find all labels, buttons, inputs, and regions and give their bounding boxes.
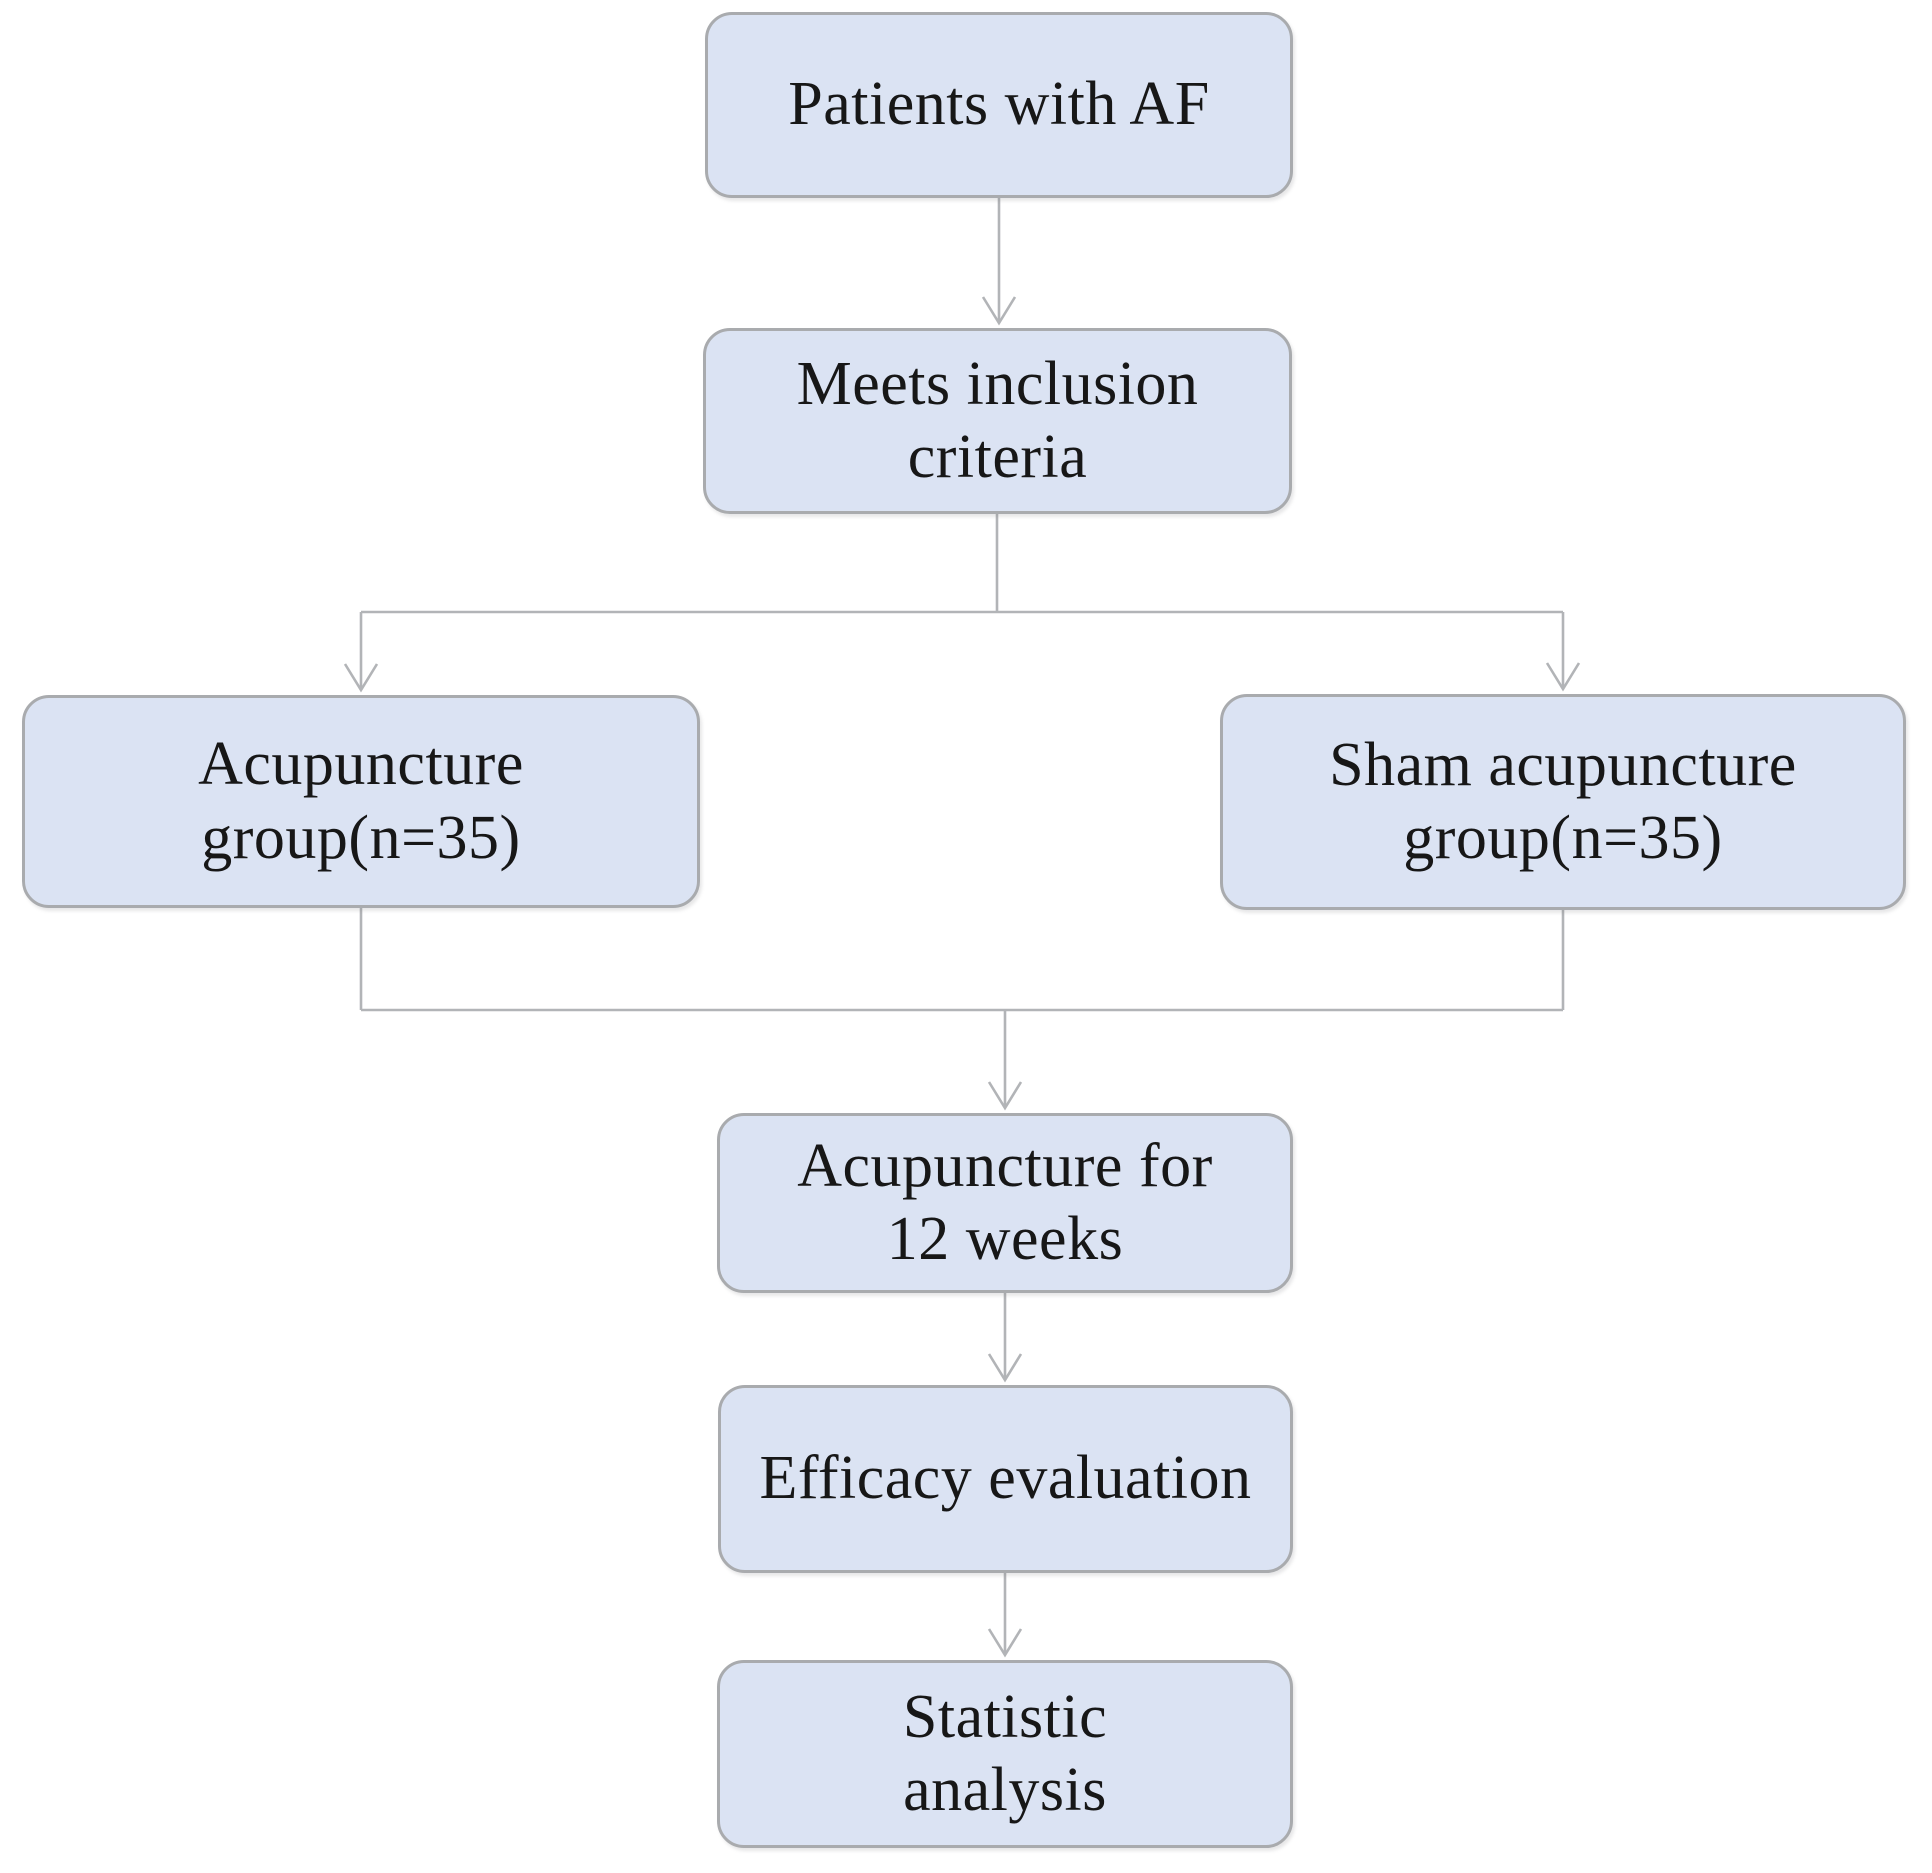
- arrowhead-to-acupuncture-group: [343, 663, 379, 693]
- node-statistic-analysis-label: Statistic analysis: [902, 1682, 1108, 1824]
- node-acupuncture-12-weeks: Acupuncture for 12 weeks: [717, 1113, 1293, 1293]
- arrowhead-to-statistics: [987, 1628, 1023, 1658]
- node-patients-with-af-label: Patients with AF: [788, 70, 1210, 139]
- node-efficacy-evaluation: Efficacy evaluation: [718, 1385, 1293, 1573]
- node-acupuncture-group-label: Acupuncture group(n=35): [198, 730, 524, 872]
- node-meets-inclusion-criteria-label: Meets inclusion criteria: [796, 349, 1199, 491]
- arrowhead-to-sham-group: [1545, 662, 1581, 692]
- node-efficacy-evaluation-label: Efficacy evaluation: [759, 1444, 1252, 1513]
- node-meets-inclusion-criteria: Meets inclusion criteria: [703, 328, 1292, 514]
- node-statistic-analysis: Statistic analysis: [717, 1660, 1293, 1848]
- arrowhead-to-treatment: [987, 1081, 1023, 1111]
- node-sham-acupuncture-group: Sham acupuncture group(n=35): [1220, 694, 1906, 910]
- node-acupuncture-12-weeks-label: Acupuncture for 12 weeks: [797, 1131, 1213, 1273]
- arrowhead-to-efficacy: [987, 1353, 1023, 1383]
- arrowhead-to-inclusion: [981, 296, 1017, 326]
- node-acupuncture-group: Acupuncture group(n=35): [22, 695, 700, 908]
- node-sham-acupuncture-group-label: Sham acupuncture group(n=35): [1329, 730, 1797, 872]
- node-patients-with-af: Patients with AF: [705, 12, 1293, 198]
